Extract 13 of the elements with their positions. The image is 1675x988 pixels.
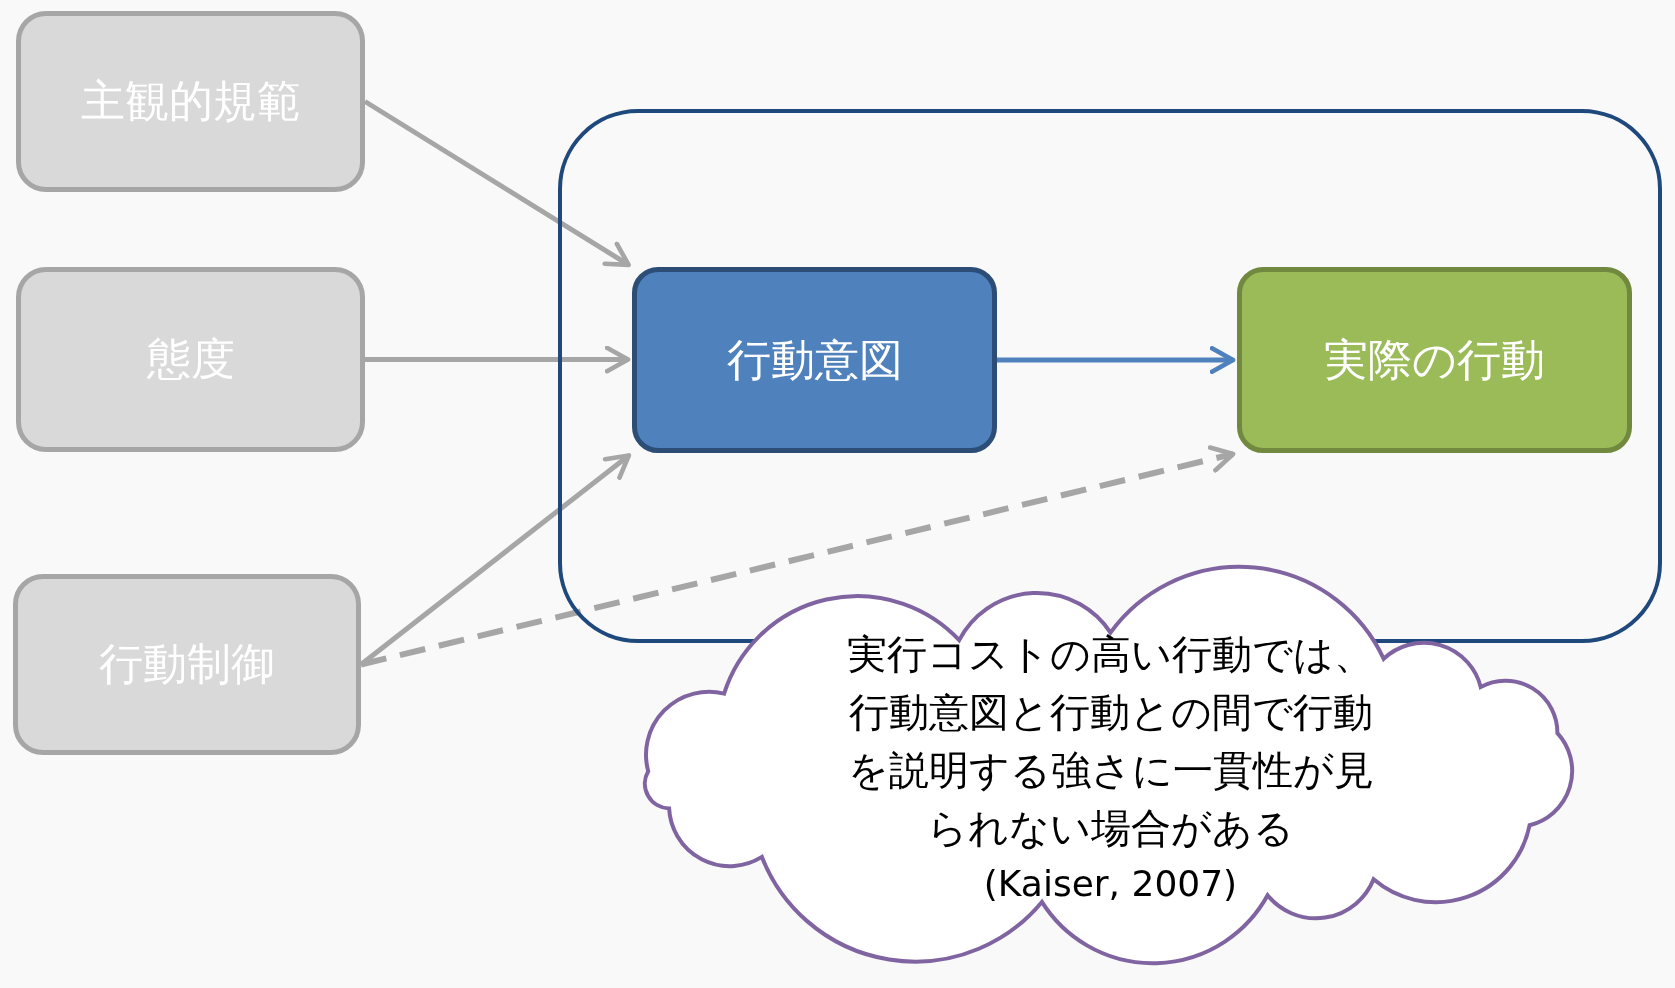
arrow (997, 346, 1236, 374)
process-box (1237, 267, 1632, 453)
arrow (363, 99, 631, 268)
arrow (365, 345, 631, 374)
citation: (Kaiser, 2007) (982, 862, 1239, 906)
box-label: 実際の行動 (1324, 332, 1545, 387)
factor-box (16, 267, 365, 452)
factor-box (13, 574, 361, 755)
process-box (632, 267, 997, 453)
factor-box (16, 11, 365, 192)
box-label: 行動意図 (726, 332, 903, 387)
cloud-note: 実行コストの高い行動では、行動意図と行動との間で行動を説明する強さに一貫性が見られない場合がある (846, 630, 1375, 853)
dashed-arrow (360, 445, 1236, 668)
